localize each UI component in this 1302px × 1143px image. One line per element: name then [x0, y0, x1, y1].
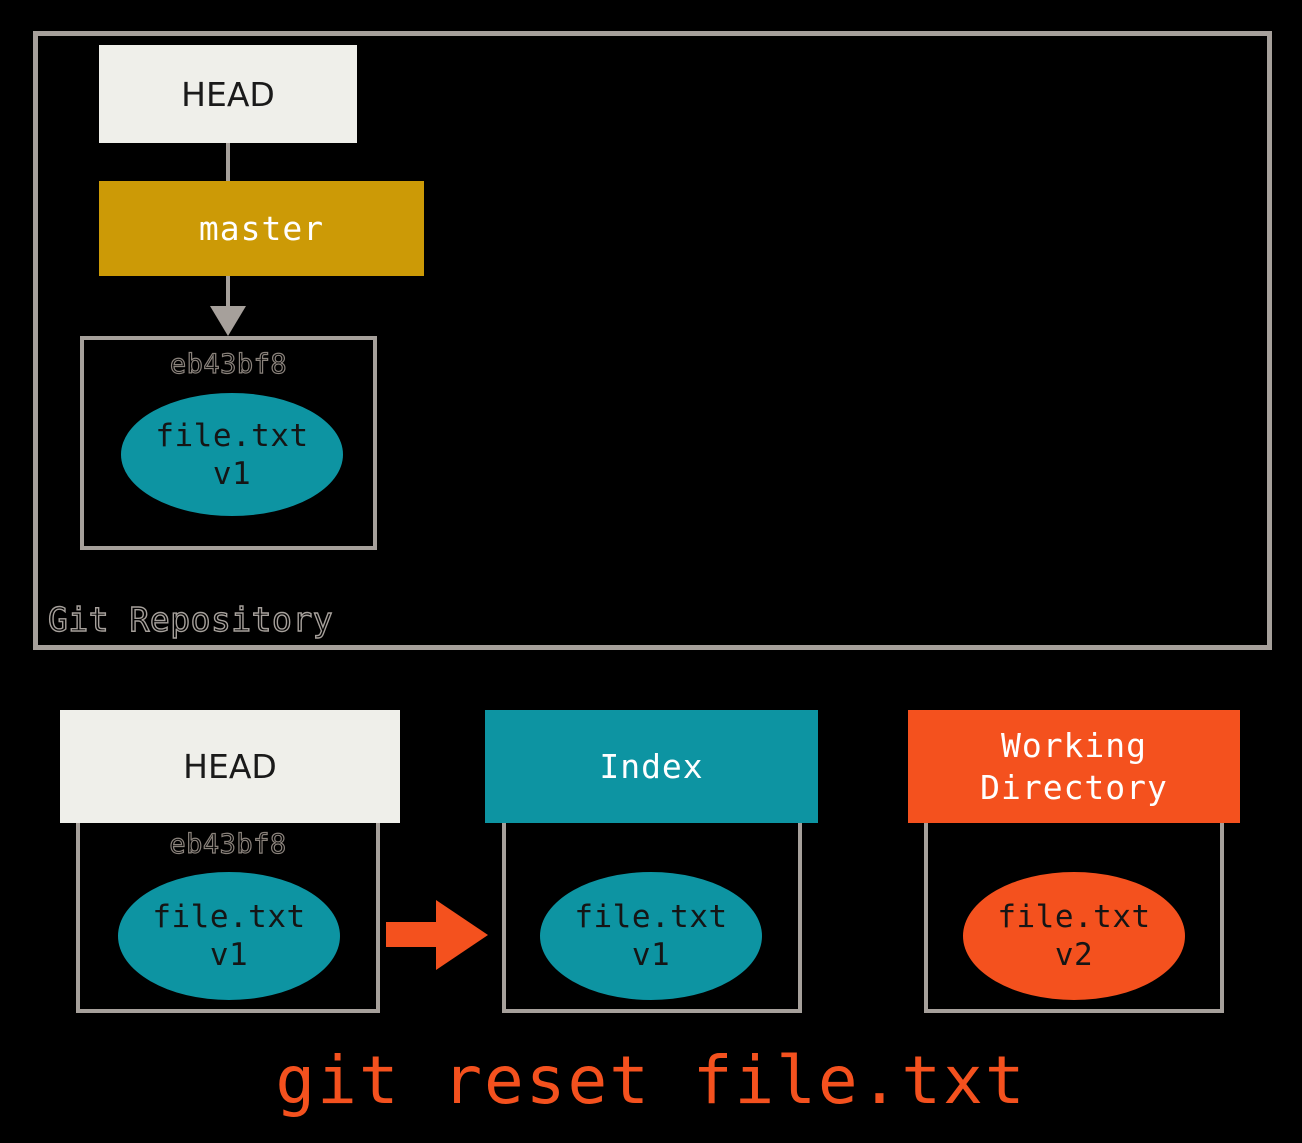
repo-commit-hash: eb43bf8 — [169, 349, 288, 380]
state-head-blob-version: v1 — [209, 937, 249, 973]
repo-branch-box[interactable]: master — [99, 181, 424, 276]
state-index-blob: file.txt v1 — [540, 872, 762, 1000]
state-header-head[interactable]: HEAD — [60, 710, 400, 823]
state-frame-working-directory — [924, 822, 1224, 1013]
repo-commit-blob-version: v1 — [212, 455, 252, 492]
state-head-blob: file.txt v1 — [118, 872, 340, 1000]
state-index-blob-version: v1 — [631, 937, 671, 973]
state-header-working-directory[interactable]: Working Directory — [908, 710, 1240, 823]
state-head-blob-filename: file.txt — [152, 899, 306, 935]
git-repository-label: Git Repository — [47, 600, 334, 639]
state-working-directory-blob-filename: file.txt — [997, 899, 1151, 935]
state-header-working-directory-label-line1: Working — [1000, 725, 1148, 765]
state-header-index-label: Index — [599, 747, 704, 786]
connector-head-to-master — [226, 143, 230, 181]
state-frame-head — [76, 822, 380, 1013]
state-working-directory-blob-version: v2 — [1054, 937, 1094, 973]
state-header-index[interactable]: Index — [485, 710, 818, 823]
state-header-working-directory-label-line2: Directory — [980, 767, 1168, 807]
repo-head-box[interactable]: HEAD — [99, 45, 357, 143]
state-frame-index — [502, 822, 802, 1013]
repo-head-label: HEAD — [181, 74, 275, 114]
repo-commit-blob-filename: file.txt — [155, 417, 309, 454]
state-header-head-label: HEAD — [183, 747, 277, 786]
arrow-down-icon — [210, 306, 246, 336]
repo-commit-box[interactable]: eb43bf8 file.txt v1 — [80, 336, 377, 550]
command-caption: git reset file.txt — [275, 1042, 1027, 1119]
connector-master-to-commit — [226, 276, 230, 312]
repo-commit-blob: file.txt v1 — [121, 393, 343, 516]
state-index-blob-filename: file.txt — [574, 899, 728, 935]
state-head-hash: eb43bf8 — [169, 829, 287, 860]
arrow-right-icon-head — [436, 900, 488, 970]
state-working-directory-blob: file.txt v2 — [963, 872, 1185, 1000]
repo-branch-label: master — [198, 209, 325, 248]
